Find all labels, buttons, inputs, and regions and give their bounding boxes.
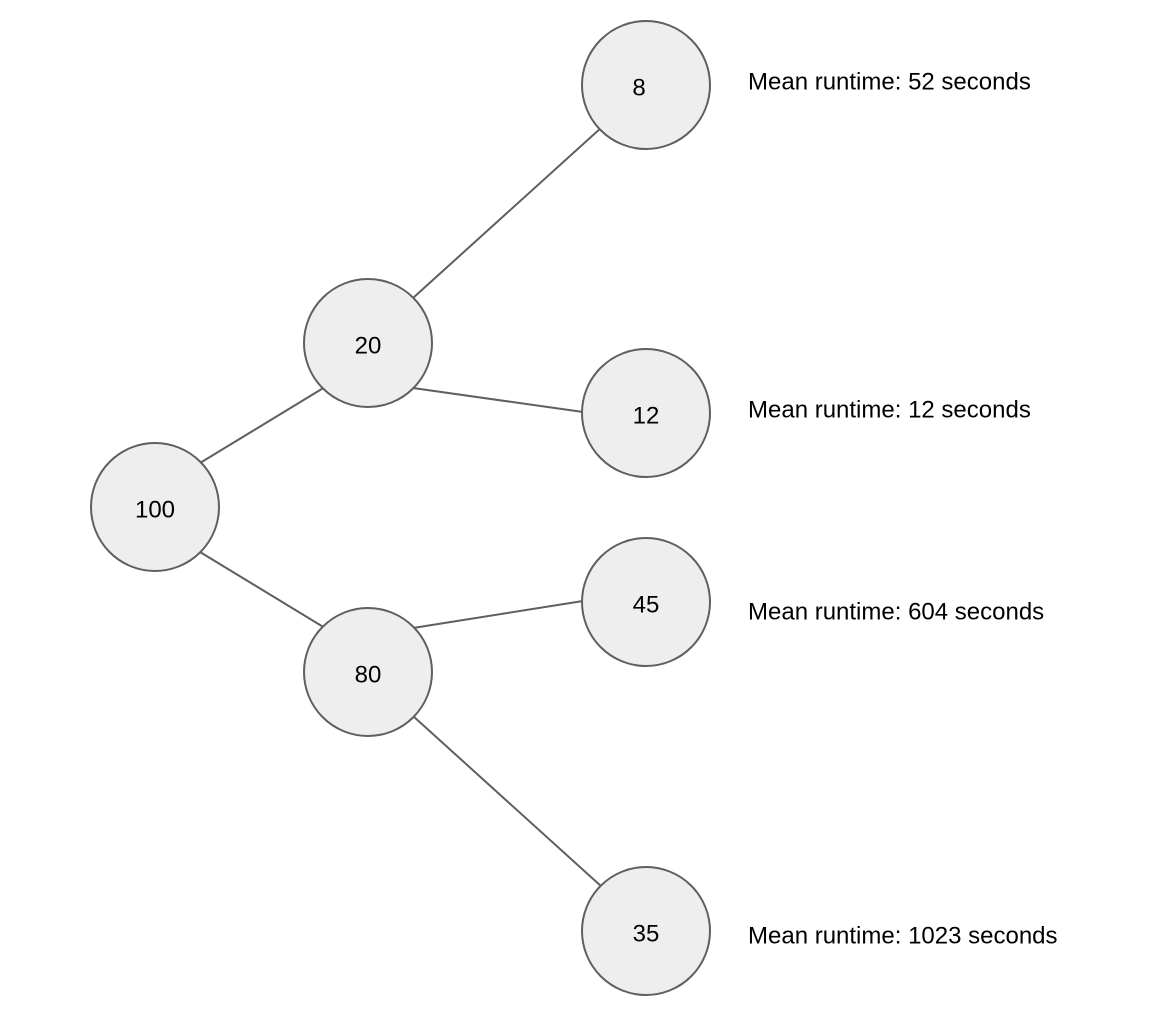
edge-20-12 [412,387,584,413]
runtime-label-45: Mean runtime: 604 seconds [748,599,1044,626]
node-circle [581,537,711,667]
node-value: 100 [135,497,175,524]
runtime-label-35: Mean runtime: 1023 seconds [748,923,1058,950]
node-circle [581,866,711,996]
tree-node-20: 20 [303,278,433,408]
node-value: 45 [633,592,660,619]
node-value: 80 [355,662,382,689]
tree-node-12: 12 [581,348,711,478]
node-circle [90,442,220,572]
node-circle [581,348,711,478]
runtime-label-12: Mean runtime: 12 seconds [748,397,1031,424]
runtime-label-8: Mean runtime: 52 seconds [748,69,1031,96]
node-value: 8 [632,75,645,102]
node-circle [303,278,433,408]
tree-node-35: 35 [581,866,711,996]
tree-node-root: 100 [90,442,220,572]
edge-20-8 [412,126,603,299]
node-value: 35 [633,921,660,948]
tree-node-45: 45 [581,537,711,667]
edge-100-80 [199,551,326,629]
node-circle [581,20,711,150]
edge-100-20 [199,386,326,464]
edge-80-45 [412,600,584,629]
edge-80-35 [412,715,603,888]
node-circle [303,607,433,737]
tree-node-80: 80 [303,607,433,737]
node-value: 12 [633,403,660,430]
tree-node-8: 8 [581,20,711,150]
node-value: 20 [355,333,382,360]
